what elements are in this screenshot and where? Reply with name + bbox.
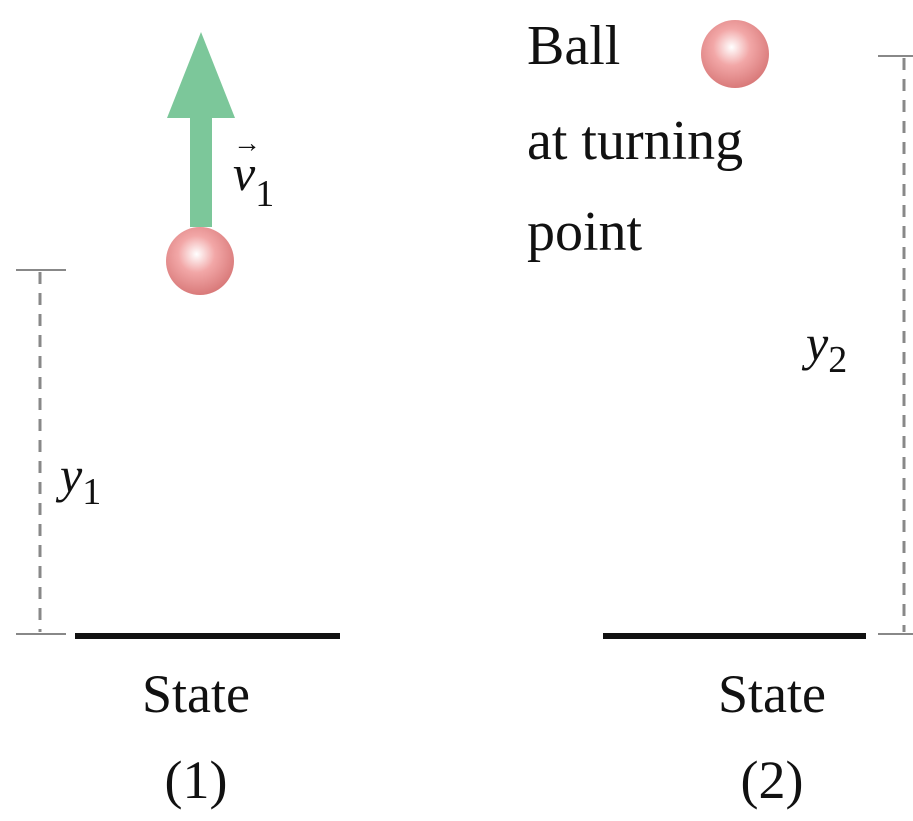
v1-symbol: v — [233, 145, 256, 201]
v1-text: v1 — [233, 145, 274, 215]
state-2-label-line1: State — [718, 664, 826, 724]
ball-caption-line1: Ball — [527, 15, 620, 77]
y2-symbol: y — [801, 315, 829, 371]
y2-height-marker — [878, 55, 913, 635]
velocity-arrow — [167, 32, 235, 227]
ball-caption-line2: at turning — [527, 110, 743, 172]
y1-subscript: 1 — [82, 471, 101, 513]
ball-state-1 — [166, 227, 234, 295]
y1-label: y1 — [55, 447, 101, 513]
state-2-label-line2: (2) — [741, 750, 804, 810]
state-2-group: y2 Ball at turning point State (2) — [527, 15, 913, 810]
state-1-group: y1 → v1 State (1) — [16, 32, 340, 810]
state-1-label-line2: (1) — [165, 750, 228, 810]
y2-label: y2 — [801, 315, 847, 381]
vector-arrow-glyph: → — [233, 128, 261, 159]
ball-state-2 — [701, 20, 769, 88]
v1-subscript: 1 — [255, 173, 274, 215]
velocity-arrow-head — [167, 32, 235, 118]
ball-caption-line3: point — [527, 201, 643, 263]
y2-subscript: 2 — [828, 339, 847, 381]
v1-label: → v1 — [233, 128, 274, 215]
velocity-arrow-shaft — [190, 105, 212, 227]
y1-symbol: y — [55, 447, 83, 503]
y1-height-marker — [16, 269, 66, 635]
state-1-label-line1: State — [142, 664, 250, 724]
